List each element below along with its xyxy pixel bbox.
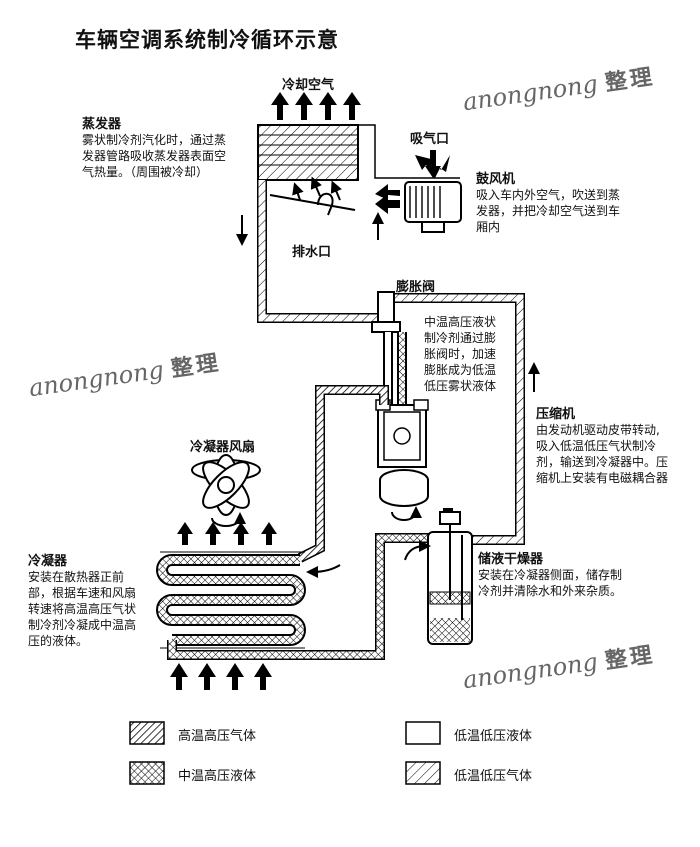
condenser-coils [156, 554, 306, 646]
blower-line: 吸入车内外空气，吹送到蒸 [476, 188, 621, 202]
intake-label: 吸气口 [410, 132, 450, 147]
receiver-note: 储液干燥器 安装在冷凝器侧面，储存制 冷剂并清除水和外来杂质。 [478, 548, 658, 599]
legend-swatch-hatch-sparse [405, 761, 441, 785]
evaporator-line: 气热量。（周围被冷却） [82, 165, 209, 179]
condenser-line: 安装在散热器正前 [28, 570, 125, 584]
valve-line: 中温高压液状 [424, 315, 497, 329]
valve-line: 膨胀成为低温 [424, 363, 497, 377]
expansion-valve [377, 291, 395, 323]
evaporator-title: 蒸发器 [82, 117, 122, 132]
cooling-air-arrows [271, 92, 361, 120]
valve-line: 制冷剂通过膨 [424, 331, 497, 345]
compressor-line: 缩机上安装有电磁耦合器 [536, 471, 669, 485]
evaporator-line: 发器管路吸收蒸发器表面空 [82, 149, 227, 163]
condenser-note: 冷凝器 安装在散热器正前 部，根据车速和风扇 转速将高温高压气状 制冷剂冷凝成中… [28, 550, 158, 649]
legend-swatch-crosshatch [129, 761, 165, 785]
cooling-air-label: 冷却空气 [282, 78, 335, 93]
condenser-fan [191, 454, 261, 516]
condenser-title: 冷凝器 [28, 554, 68, 569]
compressor-body [377, 404, 427, 468]
blower-line: 发器，并把冷却空气送到车 [476, 204, 621, 218]
receiver-line: 安装在冷凝器侧面，储存制 [478, 568, 623, 582]
legend-swatch-blank [405, 721, 441, 745]
evaporator-line: 雾状制冷剂汽化时，通过蒸 [82, 133, 227, 147]
legend-swatch-hatch-dense [129, 721, 165, 745]
evaporator-note: 蒸发器 雾状制冷剂汽化时，通过蒸 发器管路吸收蒸发器表面空 气热量。（周围被冷却… [82, 113, 252, 180]
evaporator-core [257, 124, 359, 181]
condenser-line: 转速将高温高压气状 [28, 602, 137, 616]
page-title: 车辆空调系统制冷循环示意 [75, 28, 339, 52]
legend-label: 中温高压液体 [178, 769, 257, 784]
legend-label: 低温低压气体 [454, 769, 533, 784]
condenser-line: 压的液体。 [28, 634, 89, 648]
receiver-line: 冷剂并清除水和外来杂质。 [478, 584, 623, 598]
compressor-line: 剂，输送到冷凝器中。压 [536, 455, 669, 469]
compressor-title: 压缩机 [536, 407, 576, 422]
expansion-valve-note: 中温高压液状 制冷剂通过膨 胀阀时，加速 膨胀成为低温 低压雾状液体 [424, 314, 516, 394]
condenser-line: 部，根据车速和风扇 [28, 586, 137, 600]
compressor-line: 由发动机驱动皮带转动, [536, 423, 660, 437]
compressor-note: 压缩机 由发动机驱动皮带转动, 吸入低温低压气状制冷 剂，输送到冷凝器中。压 缩… [536, 403, 696, 486]
receiver-drier-cap [439, 511, 461, 525]
valve-line: 低压雾状液体 [424, 379, 497, 393]
blower-line: 厢内 [476, 220, 501, 234]
condenser-fan-label: 冷凝器风扇 [190, 440, 256, 455]
receiver-title: 储液干燥器 [478, 552, 544, 567]
blower-fan [404, 181, 462, 233]
condenser-line: 制冷剂冷凝成中温高 [28, 618, 137, 632]
intake-arrows [415, 150, 450, 178]
compressor-line: 吸入低温低压气状制冷 [536, 439, 657, 453]
drain-label: 排水口 [292, 245, 332, 260]
expansion-valve-label: 膨胀阀 [396, 280, 436, 295]
legend-label: 低温低压液体 [454, 729, 533, 744]
legend-label: 高温高压气体 [178, 729, 257, 744]
valve-line: 胀阀时，加速 [424, 347, 497, 361]
blower-title: 鼓风机 [476, 172, 516, 187]
blower-note: 鼓风机 吸入车内外空气，吹送到蒸 发器，并把冷却空气送到车 厢内 [476, 168, 646, 235]
